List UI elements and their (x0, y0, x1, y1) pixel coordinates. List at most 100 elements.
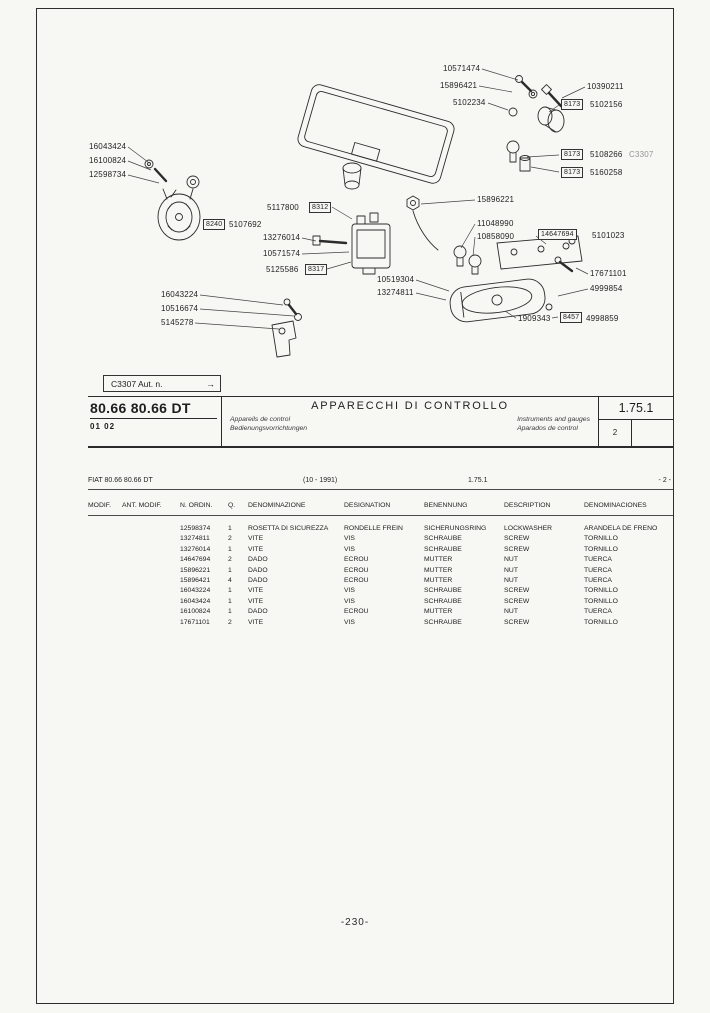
part-number-label: 10516674 (161, 304, 199, 313)
table-cell: ECROU (344, 566, 369, 574)
table-cell: VITE (248, 587, 264, 595)
table-cell: ARANDELA DE FRENO (584, 525, 658, 532)
table-cell (122, 545, 180, 555)
part-number-label: 17671101 (590, 269, 627, 278)
model-number: 80.66 80.66 DT (90, 399, 217, 419)
subtitle-fr: Appareils de control (230, 416, 291, 423)
column-header: N. ORDIN. (180, 502, 213, 509)
table-cell: TORNILLO (584, 587, 618, 595)
table-cell: ECROU (344, 556, 369, 564)
table-cell: TORNILLO (584, 545, 618, 553)
table-cell: MUTTER (424, 576, 453, 584)
column-header: BENENNUNG (424, 502, 468, 509)
table-cell: 1 (228, 608, 232, 616)
table-cell: NUT (504, 576, 518, 584)
part-number-label: 8173 (561, 149, 584, 160)
part-number-label: 5160258 (590, 168, 623, 177)
table-cell: VIS (344, 535, 355, 543)
part-number-label: 10858090 (477, 232, 515, 241)
table-cell: 2 (228, 556, 232, 564)
meta-sheet: - 2 - (658, 477, 671, 484)
section-ref: 1.75.1 (599, 397, 673, 420)
variant-note-text: C3307 Aut. n. (111, 378, 163, 389)
table-cell: 14647694 (180, 556, 211, 564)
part-number-label: 12598734 (89, 170, 127, 179)
table-cell: VIS (344, 545, 355, 553)
part-number-label: 8312 (309, 202, 332, 213)
arrow-right-icon: → (206, 378, 215, 389)
table-meta-line: FIAT 80.66 80.66 DT (10 - 1991) 1.75.1 -… (88, 474, 673, 490)
table-cell (88, 555, 122, 565)
part-number-label: 1909343 (518, 314, 551, 323)
table-cell: TUERCA (584, 608, 612, 616)
table-cell (122, 534, 180, 544)
meta-model: FIAT 80.66 80.66 DT (88, 477, 153, 484)
table-cell: SCREW (504, 587, 530, 595)
table-cell: VIS (344, 618, 355, 626)
table-cell (88, 618, 122, 628)
part-number-label: 15896221 (477, 195, 515, 204)
table-cell (122, 566, 180, 576)
part-number-label: 8173 (561, 167, 584, 178)
table-cell: TORNILLO (584, 597, 618, 605)
model-code: 01 02 (90, 422, 116, 431)
table-cell: VITE (248, 597, 264, 605)
table-cell: VITE (248, 618, 264, 626)
page-border (36, 8, 674, 1004)
part-number-label: C3307 (629, 150, 654, 159)
table-cell: SCHRAUBE (424, 545, 462, 553)
part-number-label: 10571474 (443, 64, 481, 73)
table-cell (88, 545, 122, 555)
table-cell: TUERCA (584, 556, 612, 564)
subtitle-de: Bedienungsvorrichtungen (230, 424, 308, 432)
table-cell: MUTTER (424, 566, 453, 574)
leader-lines (127, 68, 589, 330)
part-number-label: 10519304 (377, 275, 415, 284)
table-cell: 1 (228, 597, 232, 605)
reference-cell: 1.75.1 2 (598, 397, 673, 446)
table-cell: TUERCA (584, 566, 612, 574)
table-cell: SCREW (504, 597, 530, 605)
column-header: DENOMINAZIONE (248, 502, 306, 509)
part-shapes (144, 75, 583, 358)
table-cell (122, 586, 180, 596)
table-cell: TORNILLO (584, 618, 618, 626)
part-number-label: 5125586 (266, 265, 299, 274)
table-cell: TORNILLO (584, 535, 618, 543)
table-cell: 13276014 (180, 545, 211, 553)
table-cell: VIS (344, 597, 355, 605)
table-cell: NUT (504, 556, 518, 564)
table-cell: ROSETTA DI SICUREZZA (248, 525, 329, 532)
column-header: ANT. MODIF. (122, 502, 162, 509)
table-cell (122, 576, 180, 586)
table-cell: LOCKWASHER (504, 525, 553, 532)
part-number-label: 16043224 (161, 290, 199, 299)
table-cell (88, 566, 122, 576)
variant-note-box: C3307 Aut. n. → (103, 375, 221, 392)
table-cell: SCHRAUBE (424, 587, 462, 595)
screw-shafts (153, 80, 574, 316)
table-cell: 16043224 (180, 587, 211, 595)
table-cell: 1 (228, 566, 232, 574)
subtitles-right: Instruments and gauges Aparados de contr… (517, 416, 590, 433)
table-cell: TUERCA (584, 576, 612, 584)
column-header: MODIF. (88, 502, 112, 509)
subtitles-left: Appareils de control Bedienungsvorrichtu… (230, 416, 307, 433)
table-cell: 4 (228, 576, 232, 584)
part-number-label: 4998859 (586, 314, 619, 323)
part-number-label: 11048990 (477, 219, 514, 228)
part-number-label: 15896421 (440, 81, 478, 90)
column-header: Q. (228, 502, 236, 509)
table-cell: SCHRAUBE (424, 618, 462, 626)
table-cell: 1 (228, 525, 232, 532)
part-number-label: 5107692 (229, 220, 262, 229)
table-cell (88, 534, 122, 544)
table-cell (88, 576, 122, 586)
table-cell (122, 524, 180, 534)
table-cell: VITE (248, 545, 264, 553)
table-cell: 15896421 (180, 576, 211, 584)
table-cell: SCHRAUBE (424, 597, 462, 605)
table-cell: RONDELLE FREIN (344, 525, 403, 532)
